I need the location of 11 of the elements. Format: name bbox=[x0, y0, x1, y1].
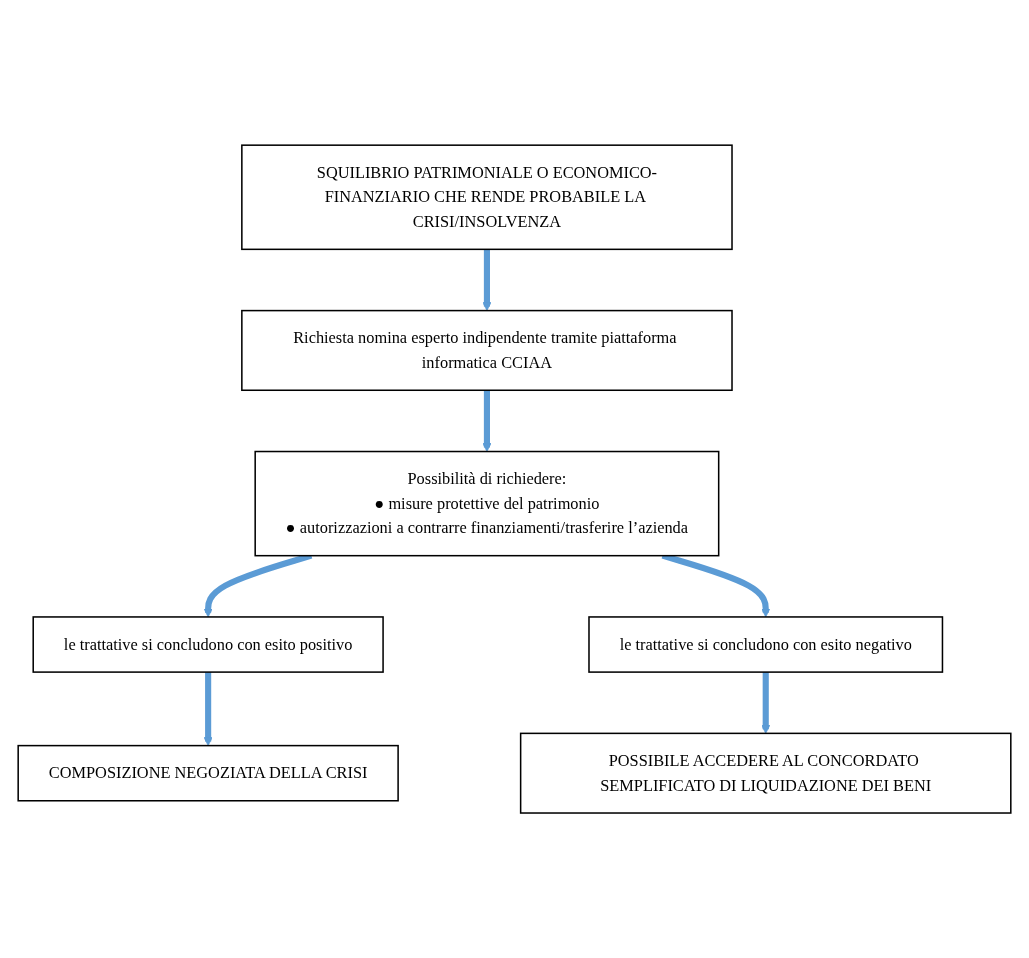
arrow bbox=[761, 672, 771, 734]
node-box: Richiesta nomina esperto indipendente tramite piattaforma informatica CCIAA bbox=[241, 309, 733, 391]
node-box: SQUILIBRIO PATRIMONIALE O ECONOMICO-FINANZIARIO CHE RENDE PROBABILE LA CRISI/INSOLVENZA bbox=[241, 144, 733, 250]
arrow bbox=[482, 390, 492, 452]
node-box: COMPOSIZIONE NEGOZIATA DELLA CRISI bbox=[17, 744, 399, 802]
node-box: Possibilità di richiedere: ● misure protettive del patrimonio ● autorizzazioni a contrarre finanziamenti/trasferire l’azienda bbox=[254, 450, 720, 557]
arrow bbox=[203, 672, 213, 746]
node-box: le trattative si concludono con esito positivo bbox=[32, 616, 384, 673]
node-box: le trattative si concludono con esito negativo bbox=[588, 616, 944, 673]
node-box: POSSIBILE ACCEDERE AL CONCORDATO SEMPLIFICATO DI LIQUIDAZIONE DEI BENI bbox=[519, 732, 1012, 814]
arrow bbox=[482, 249, 492, 311]
